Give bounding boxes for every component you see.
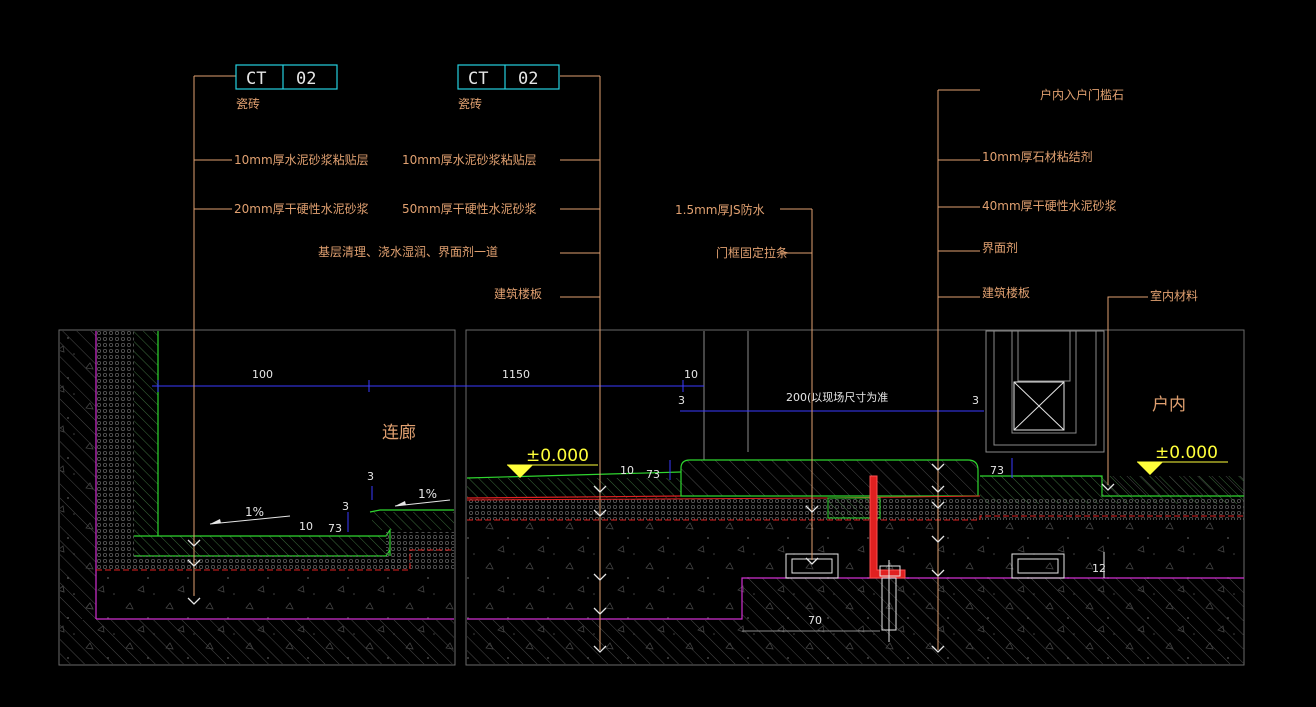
level-triangle-left xyxy=(507,465,533,478)
tag-1-code: CT xyxy=(246,69,266,89)
dim-3-lower: 3 xyxy=(342,500,349,513)
room-label-corridor: 连廊 xyxy=(382,423,416,443)
dim-70: 70 xyxy=(808,614,822,627)
level-label-right: ±0.000 xyxy=(1155,443,1218,463)
door-frame-angle xyxy=(869,475,906,579)
label-stone-adhesive: 10mm厚石材粘结剂 xyxy=(982,149,1093,164)
label-js-waterproof: 1.5mm厚JS防水 xyxy=(675,202,765,217)
corridor-floor-tile xyxy=(467,478,681,498)
level-triangle-right xyxy=(1137,462,1163,475)
label-interface-agent: 界面剂 xyxy=(982,240,1018,255)
level-label-left: ±0.000 xyxy=(526,446,589,466)
dim-73-threshold: 73 xyxy=(646,468,660,481)
dim-3-right: 3 xyxy=(972,394,979,407)
leader-arrows xyxy=(187,463,1115,653)
slope-label-right: 1% xyxy=(418,487,437,501)
wall-render xyxy=(134,331,158,536)
tag-2-number: 02 xyxy=(518,69,538,89)
layer-labels: 10mm厚水泥砂浆粘贴层 20mm厚干硬性水泥砂浆 10mm厚水泥砂浆粘贴层 5… xyxy=(234,87,1198,303)
dim-3-step: 3 xyxy=(367,470,374,483)
threshold-stone xyxy=(680,459,979,497)
dim-10-threshold: 10 xyxy=(620,464,634,477)
label-door-strip: 门框固定拉条 xyxy=(716,245,788,260)
label-dry-mortar-2: 50mm厚干硬性水泥砂浆 xyxy=(402,201,537,216)
level-marks: ±0.000 ±0.000 xyxy=(507,443,1228,478)
tag-1-number: 02 xyxy=(296,69,316,89)
label-dry-mortar-4: 40mm厚干硬性水泥砂浆 xyxy=(982,198,1117,213)
left-section-panel: 1% 1% 连廊 xyxy=(58,329,456,666)
dim-100: 100 xyxy=(252,368,273,381)
left-panel-frame xyxy=(58,329,456,666)
room-label-indoor: 户内 xyxy=(1152,395,1186,415)
wall-insulation xyxy=(96,331,134,569)
dim-10-top: 10 xyxy=(684,368,698,381)
label-threshold-stone: 户内入户门槛石 xyxy=(1040,87,1124,102)
material-tag-2: CT 02 瓷砖 xyxy=(457,64,560,111)
dim-73-left: 73 xyxy=(328,522,342,535)
tag-2-code: CT xyxy=(468,69,488,89)
dim-12: 12 xyxy=(1092,562,1106,575)
door-box xyxy=(985,330,1105,453)
left-floor-tile xyxy=(134,536,386,556)
label-bonding-layer-left: 10mm厚水泥砂浆粘贴层 xyxy=(234,152,369,167)
dim-1150: 1150 xyxy=(502,368,530,381)
dim-200: 200(以现场尺寸为准 xyxy=(786,390,888,404)
leader-lines xyxy=(193,75,1148,650)
label-floor-slab-2: 建筑楼板 xyxy=(494,286,542,301)
label-bonding-layer-2: 10mm厚水泥砂浆粘贴层 xyxy=(402,152,537,167)
dim-3-left: 3 xyxy=(678,394,685,407)
label-base-cleaning: 基层清理、浇水湿润、界面剂一道 xyxy=(318,244,498,259)
dim-10-left: 10 xyxy=(299,520,313,533)
fixing-strip-right xyxy=(1011,553,1065,579)
right-section-panel: 户内 xyxy=(465,329,1245,666)
label-floor-slab-4: 建筑楼板 xyxy=(982,285,1030,300)
tag-2-material: 瓷砖 xyxy=(458,96,482,111)
label-dry-mortar-left: 20mm厚干硬性水泥砂浆 xyxy=(234,201,369,216)
label-indoor-material: 室内材料 xyxy=(1150,288,1198,303)
slope-label-left: 1% xyxy=(245,505,264,519)
tag-1-material: 瓷砖 xyxy=(236,96,260,111)
material-tag-1: CT 02 瓷砖 xyxy=(235,64,338,111)
dim-73-right: 73 xyxy=(990,464,1004,477)
left-screed xyxy=(134,556,409,570)
